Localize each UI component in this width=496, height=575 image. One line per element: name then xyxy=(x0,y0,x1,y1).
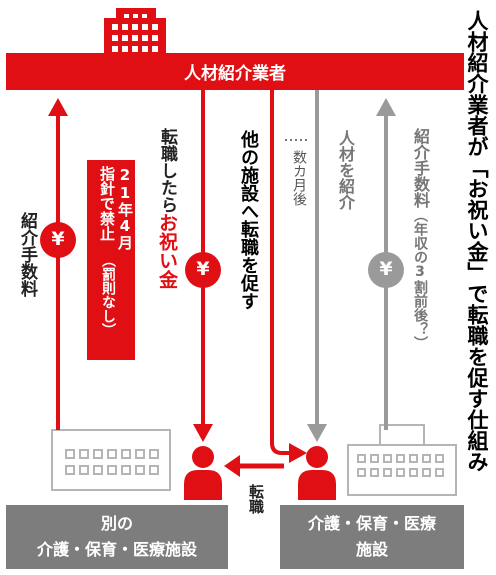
promote-label: 他の施設へ転職を促す xyxy=(238,130,259,310)
guideline-ban-panel: 21年4月 指針で禁止 xyxy=(87,160,135,360)
promote-arrow xyxy=(270,90,307,463)
agency-bar: 人材紹介業者 xyxy=(6,53,464,90)
yen-coin-left-icon xyxy=(40,222,76,258)
right-facility-box: 介護・保育・医療 施設 xyxy=(280,505,464,569)
months-label: 数カ月後 xyxy=(291,150,307,206)
left-facility-line2: 介護・保育・医療施設 xyxy=(36,540,197,559)
left-facility-line1: 別の xyxy=(100,514,133,533)
fee-right-label: 紹介手数料（年収の3割前後？） xyxy=(408,128,432,350)
fee-right-main: 紹介手数料 xyxy=(411,128,430,208)
bonus-label-red: お祝い金 xyxy=(156,213,178,289)
ban-text: 指針で禁止 xyxy=(98,166,116,241)
yen-coin-right-icon xyxy=(368,252,404,288)
person-right-icon xyxy=(298,446,336,500)
fee-left-label: 紹介手数料 xyxy=(17,212,37,297)
diagram-title: 人材紹介業者が「お祝い金」で転職を促す仕組み xyxy=(465,10,489,472)
job-change-arrow xyxy=(224,455,284,477)
right-facility-building-icon xyxy=(347,424,457,496)
bonus-label-black: 転職したら xyxy=(157,128,177,213)
ban-date: 21年4月 xyxy=(116,166,134,250)
yen-coin-center-icon xyxy=(185,252,221,288)
introduce-arrow xyxy=(307,90,327,442)
yen-right-label: ¥ xyxy=(379,258,393,280)
fee-arrow-left xyxy=(48,98,68,430)
person-left-icon xyxy=(184,446,222,500)
job-change-label: 転職 xyxy=(247,484,265,514)
agency-label: 人材紹介業者 xyxy=(184,64,286,84)
right-facility-line2: 施設 xyxy=(355,540,388,559)
yen-center-label: ¥ xyxy=(196,258,210,280)
yen-left-label: ¥ xyxy=(51,228,65,250)
office-building-icon xyxy=(104,8,166,54)
left-facility-box: 別の 介護・保育・医療施設 xyxy=(6,505,228,569)
bonus-label: 転職したらお祝い金 xyxy=(155,128,179,289)
introduce-label: 人材を紹介 xyxy=(336,130,355,210)
ban-no-penalty: （罰則なし） xyxy=(100,253,116,337)
right-facility-line1: 介護・保育・医療 xyxy=(307,514,436,533)
left-facility-building-icon xyxy=(51,429,171,491)
fee-right-note: （年収の3割前後？） xyxy=(412,208,428,350)
